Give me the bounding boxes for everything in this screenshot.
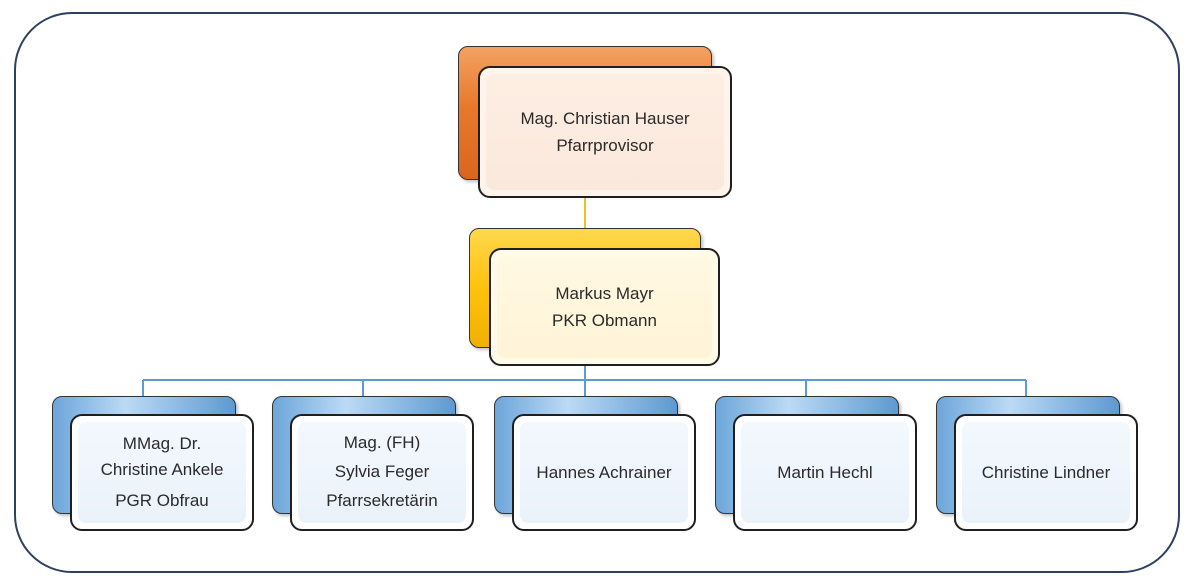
node-line-1: Martin Hechl (777, 462, 873, 482)
node-line-1: Christine Lindner (981, 462, 1111, 482)
diagram-frame (14, 12, 1180, 573)
node-card: Hannes Achrainer (512, 414, 696, 531)
node-line-3: Pfarrsekretärin (326, 490, 438, 510)
node-card: Mag. (FH) Sylvia Feger Pfarrsekretärin (290, 414, 474, 531)
node-name: Markus Mayr (555, 283, 654, 303)
node-line-2: Christine Ankele (100, 459, 224, 479)
node-card: Martin Hechl (733, 414, 917, 531)
node-line-1: Hannes Achrainer (536, 462, 672, 482)
node-line-1: MMag. Dr. (122, 434, 202, 454)
node-line-2: Sylvia Feger (334, 462, 430, 482)
node-line-3: PGR Obfrau (115, 491, 209, 511)
node-role: PKR Obmann (552, 311, 657, 330)
node-card: Markus Mayr PKR Obmann (489, 248, 720, 366)
node-name: Mag. Christian Hauser (520, 108, 690, 128)
node-role: Pfarrprovisor (556, 136, 654, 155)
node-card: Mag. Christian Hauser Pfarrprovisor (478, 66, 732, 198)
node-card: Christine Lindner (954, 414, 1138, 531)
node-line-1: Mag. (FH) (343, 433, 421, 453)
node-card: MMag. Dr. Christine Ankele PGR Obfrau (70, 414, 254, 531)
